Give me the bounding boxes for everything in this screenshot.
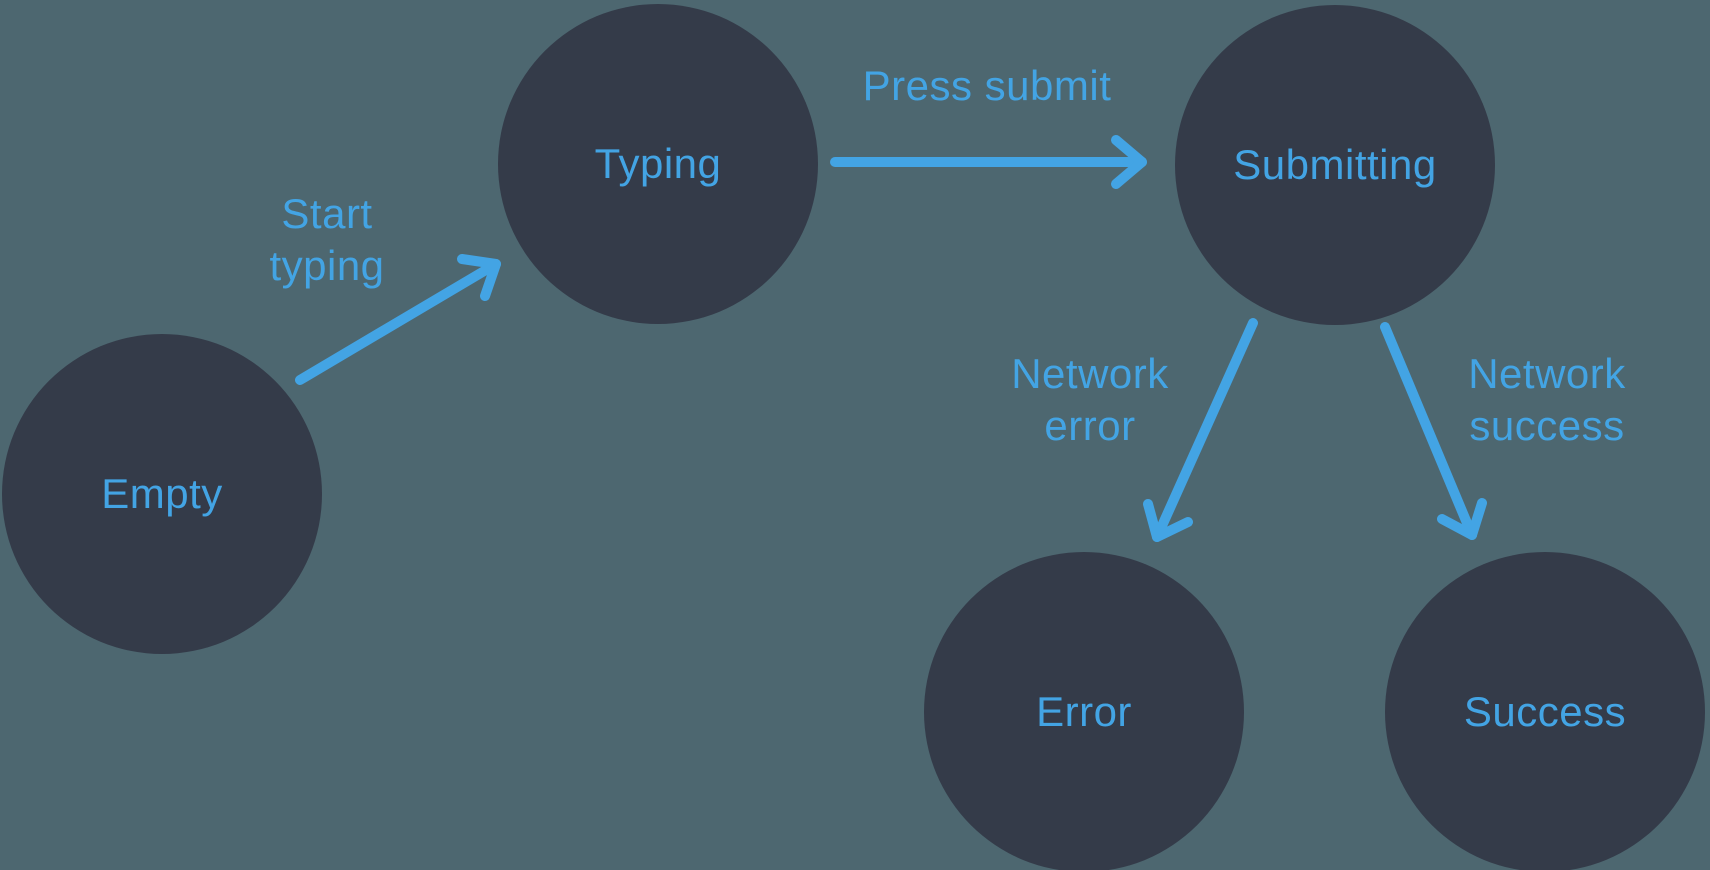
edge-label-network-error: Network error bbox=[1011, 350, 1169, 449]
state-node-submitting: Submitting bbox=[1175, 5, 1495, 325]
state-node-label: Empty bbox=[101, 470, 223, 517]
state-node-label: Submitting bbox=[1233, 141, 1437, 188]
state-node-empty: Empty bbox=[2, 334, 322, 654]
edge-label-network-success: Network success bbox=[1468, 350, 1626, 449]
state-node-label: Error bbox=[1036, 688, 1132, 735]
state-node-success: Success bbox=[1385, 552, 1705, 870]
state-node-label: Success bbox=[1463, 688, 1627, 735]
edge-label-start-typing: Start typing bbox=[269, 190, 385, 289]
state-node-typing: Typing bbox=[498, 4, 818, 324]
state-node-error: Error bbox=[924, 552, 1244, 870]
edge-arrow-press-submit bbox=[830, 135, 1147, 189]
edge-label-press-submit: Press submit bbox=[862, 62, 1112, 109]
state-node-label: Typing bbox=[594, 140, 722, 187]
